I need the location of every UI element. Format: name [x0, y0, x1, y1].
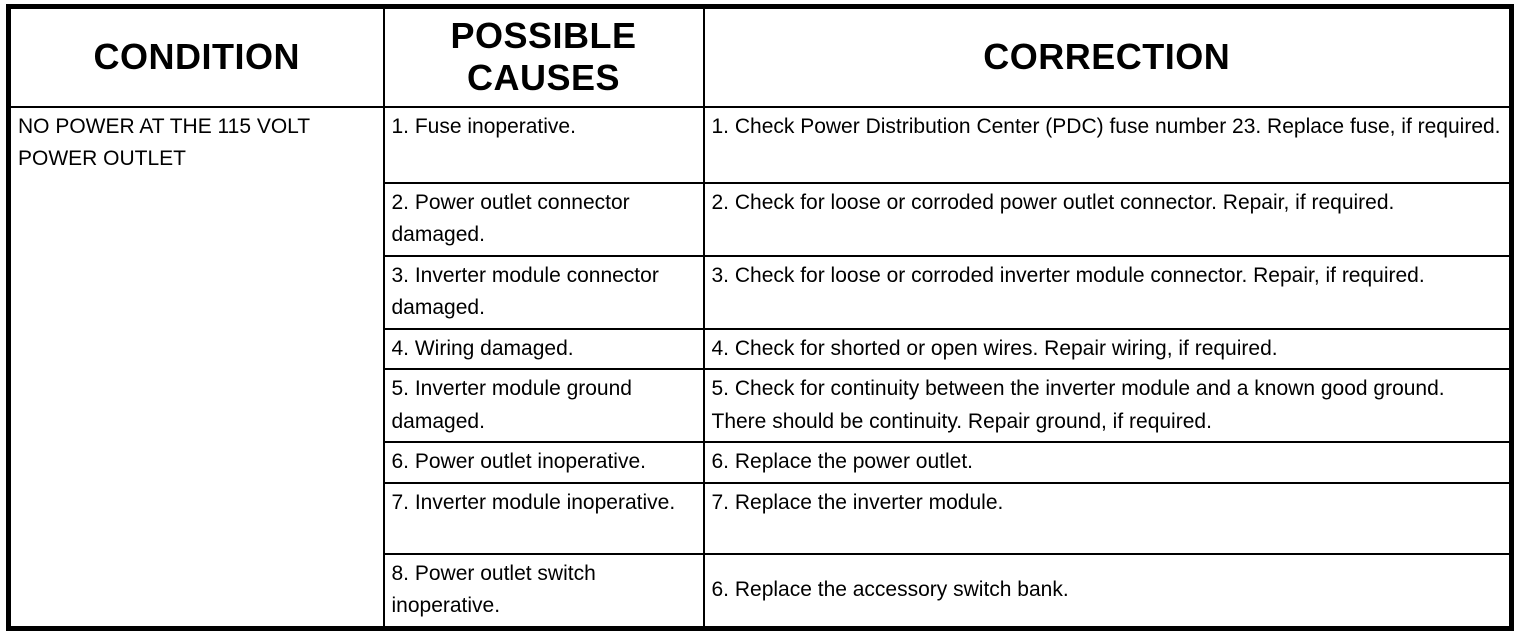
cause-cell: 6. Power outlet inoperative. — [382, 441, 705, 484]
header-row: CONDITION POSSIBLE CAUSES CORRECTION — [7, 5, 1513, 108]
correction-cell: 6. Replace the accessory switch bank. — [702, 552, 1513, 630]
table-row: 4. Wiring damaged. 4. Check for shorted … — [9, 327, 1513, 371]
cause-cell: 2. Power outlet connector damaged. — [382, 181, 705, 257]
correction-cell: 7. Replace the inverter module. — [702, 481, 1513, 555]
header-correction: CORRECTION — [702, 5, 1513, 108]
table-row: 3. Inverter module connector damaged. 3.… — [9, 254, 1513, 330]
table-row: 2. Power outlet connector damaged. 2. Ch… — [9, 181, 1513, 257]
troubleshooting-table: CONDITION POSSIBLE CAUSES CORRECTION NO … — [6, 4, 1514, 631]
cause-cell: 8. Power outlet switch inoperative. — [382, 552, 705, 630]
table-row: 8. Power outlet switch inoperative. 6. R… — [9, 552, 1513, 630]
cause-cell: 1. Fuse inoperative. — [382, 105, 705, 184]
table-row: NO POWER AT THE 115 VOLT POWER OUTLET 1.… — [7, 105, 1513, 630]
condition-cell: NO POWER AT THE 115 VOLT POWER OUTLET — [7, 105, 385, 630]
header-possible-causes: POSSIBLE CAUSES — [382, 5, 705, 108]
table-row: 7. Inverter module inoperative. 7. Repla… — [9, 481, 1513, 555]
correction-cell: 4. Check for shorted or open wires. Repa… — [702, 327, 1513, 371]
cause-cell: 3. Inverter module connector damaged. — [382, 254, 705, 330]
cause-cell: 7. Inverter module inoperative. — [382, 481, 705, 555]
table-row: 5. Inverter module ground damaged. 5. Ch… — [9, 368, 1513, 444]
correction-cell: 1. Check Power Distribution Center (PDC)… — [702, 105, 1513, 184]
cause-cell: 4. Wiring damaged. — [382, 327, 705, 371]
header-condition: CONDITION — [7, 5, 385, 108]
correction-cell: 2. Check for loose or corroded power out… — [702, 181, 1513, 257]
table-row: 6. Power outlet inoperative. 6. Replace … — [9, 441, 1513, 484]
correction-cell: 3. Check for loose or corroded inverter … — [702, 254, 1513, 330]
correction-cell: 6. Replace the power outlet. — [702, 441, 1513, 484]
cause-cell: 5. Inverter module ground damaged. — [382, 368, 705, 444]
correction-cell: 5. Check for continuity between the inve… — [702, 368, 1513, 444]
